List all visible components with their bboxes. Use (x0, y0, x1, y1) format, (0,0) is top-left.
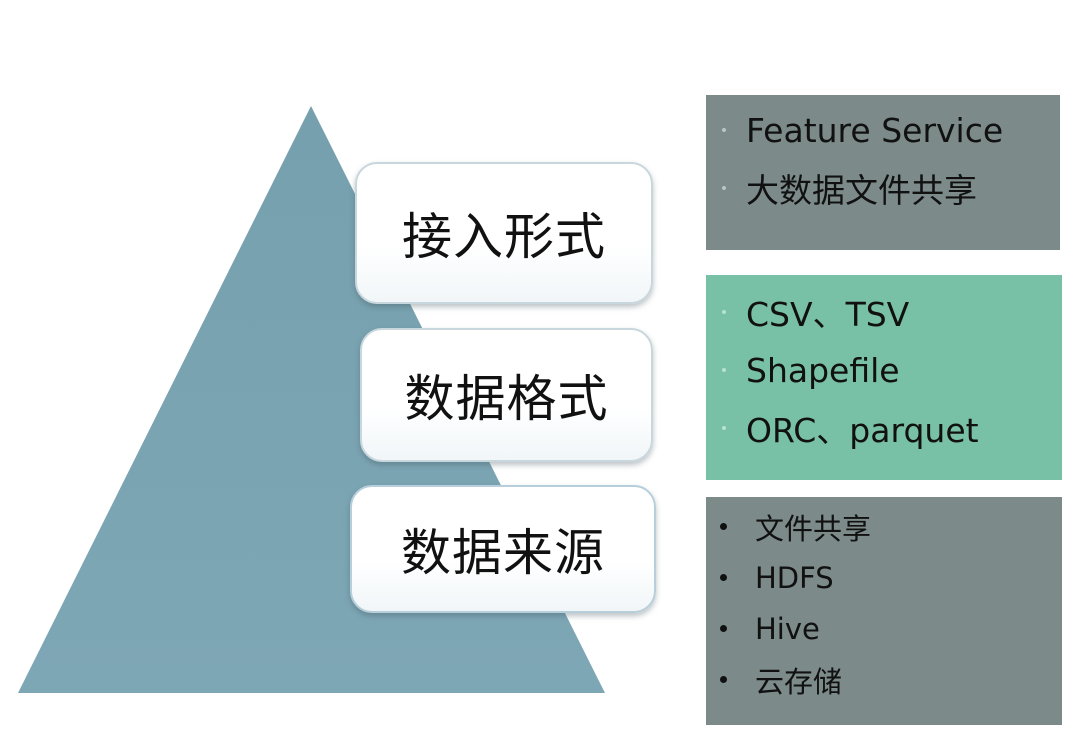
list-item: 云存储 (706, 654, 1062, 705)
panel-data-source: 文件共享 HDFS Hive 云存储 (706, 497, 1062, 725)
list-item: HDFS (706, 552, 1062, 603)
bullet-icon (720, 625, 727, 632)
panel-access-form: Feature Service 大数据文件共享 (706, 95, 1060, 250)
bullet-icon (722, 426, 726, 430)
list-item: Shapefile (706, 341, 1062, 399)
list-item-text: 文件共享 (755, 511, 872, 546)
bullet-icon (722, 310, 726, 314)
bullet-icon (722, 368, 726, 372)
list-item: 文件共享 (706, 501, 1062, 552)
list-item-text: Hive (755, 611, 820, 646)
list-item-text: HDFS (755, 560, 834, 595)
panel-data-format: CSV、TSV Shapefile ORC、parquet (706, 275, 1062, 480)
layer-label-access-form: 接入形式 (355, 162, 653, 304)
list-item-text: Shapefile (746, 350, 900, 390)
list-item-text: ORC、parquet (746, 411, 979, 450)
list-item: Feature Service (706, 101, 1060, 159)
bullet-icon (722, 128, 726, 132)
bullet-icon (720, 574, 727, 581)
list-item: CSV、TSV (706, 283, 1062, 341)
list-item: ORC、parquet (706, 399, 1062, 457)
list-item-text: CSV、TSV (746, 295, 910, 334)
layer-label-data-source: 数据来源 (350, 485, 656, 613)
bullet-icon (720, 676, 727, 683)
bullet-icon (720, 523, 727, 530)
list-item-text: Feature Service (746, 110, 1004, 150)
layer-label-data-format: 数据格式 (360, 328, 653, 462)
list-item-text: 云存储 (755, 664, 843, 699)
list-item: 大数据文件共享 (706, 159, 1060, 217)
bullet-icon (722, 186, 726, 190)
list-item: Hive (706, 603, 1062, 654)
list-item-text: 大数据文件共享 (746, 171, 977, 210)
